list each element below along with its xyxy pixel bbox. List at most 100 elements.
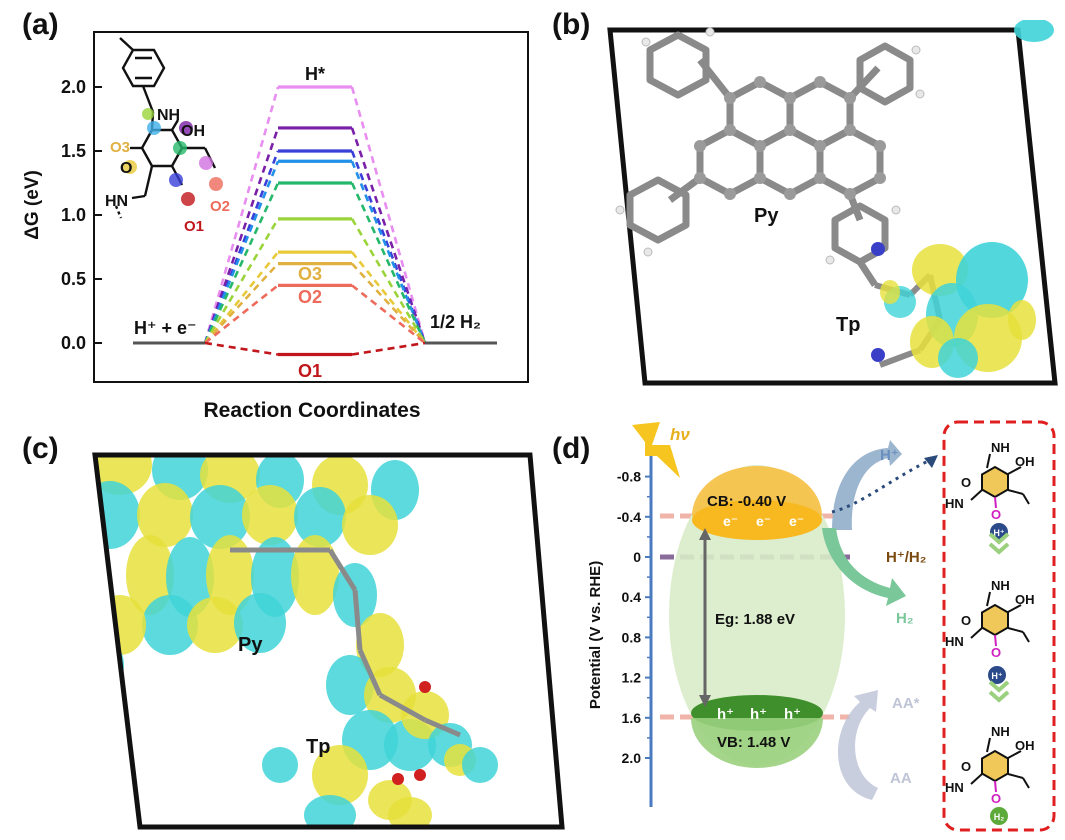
lightning-icon xyxy=(632,422,680,478)
orbital-lobe xyxy=(326,655,374,715)
orbital-lobe xyxy=(137,483,193,547)
mol-o2: O2 xyxy=(210,198,230,215)
bond xyxy=(1022,631,1030,643)
h2-badge xyxy=(990,807,1008,825)
hydrogen-atoms xyxy=(615,27,925,265)
bond xyxy=(1022,777,1030,789)
y-tick-label: 1.0 xyxy=(61,205,86,225)
unit-cell xyxy=(607,27,1058,386)
mol-o: O xyxy=(961,613,971,628)
vb-label: VB: 1.48 V xyxy=(717,734,790,751)
y-tick-label: 0.0 xyxy=(61,333,86,353)
lumo-orbital xyxy=(880,20,1054,378)
orbital-lobe xyxy=(234,593,286,653)
panel-b-structure: Py Tp xyxy=(607,20,1058,386)
nitrogen-atom-2 xyxy=(871,348,885,362)
cb-label: CB: -0.40 V xyxy=(707,493,786,510)
h2-label: H₂ xyxy=(896,610,914,627)
label-o1: O1 xyxy=(298,361,322,381)
mol-nh: NH xyxy=(991,724,1010,739)
y-tick-label: 1.5 xyxy=(61,141,86,161)
potential-ticks: -0.8-0.400.40.81.21.62.0 xyxy=(617,469,651,766)
aa-star-label: AA* xyxy=(892,695,920,712)
bond xyxy=(1007,489,1024,495)
connector-right xyxy=(350,218,427,344)
connector-right xyxy=(350,182,427,344)
panel-a-chart: 0.00.51.01.52.0 NH OH O3 O O2 xyxy=(22,31,529,422)
connector-right xyxy=(351,262,426,344)
bandgap-label: Eg: 1.88 eV xyxy=(715,611,795,628)
mol-hn: HN xyxy=(945,780,964,795)
hole-2: h⁺ xyxy=(750,706,767,723)
semiconductor-body xyxy=(669,465,845,765)
panel-label-c: (c) xyxy=(22,432,59,465)
orbital-lobe xyxy=(242,485,298,545)
x-axis-label: Reaction Coordinates xyxy=(203,399,420,422)
electron-3: e⁻ xyxy=(789,513,804,529)
connector-left xyxy=(203,86,280,344)
bond xyxy=(986,453,991,469)
mechanism-box xyxy=(942,420,1056,832)
state-h2-label: 1/2 H₂ xyxy=(430,312,481,332)
potential-tick-label: 0.8 xyxy=(622,629,642,645)
y-tick-label: 0.5 xyxy=(61,269,86,289)
oxygen-atom-1 xyxy=(419,681,431,693)
hole-1: h⁺ xyxy=(717,706,734,723)
orbital-lobe xyxy=(462,747,498,783)
orbital-lobe xyxy=(356,613,404,677)
bond xyxy=(986,591,991,607)
mol-oh: OH xyxy=(1015,454,1035,469)
mol-active-o: O xyxy=(991,645,1001,660)
dotted-transfer-head xyxy=(924,455,938,468)
bond xyxy=(1007,627,1024,633)
dotted-transfer-path xyxy=(831,458,931,514)
bond xyxy=(970,773,983,785)
bond xyxy=(986,737,991,753)
mol-o: O xyxy=(961,475,971,490)
bond xyxy=(1007,773,1024,779)
connector-left xyxy=(204,284,279,345)
potential-tick-label: 0 xyxy=(633,549,641,565)
mol-o: O xyxy=(961,759,971,774)
orbital-lobe xyxy=(142,595,198,655)
orbital-lobe xyxy=(95,481,140,549)
hplus-badge xyxy=(988,666,1006,684)
bond xyxy=(1007,750,1022,759)
connector-left xyxy=(203,218,280,344)
mol-active-o: O xyxy=(991,507,1001,522)
electron-1: e⁻ xyxy=(723,513,738,529)
connector-left xyxy=(204,341,279,356)
orbital-lobe xyxy=(294,487,346,547)
hole-3: h⁺ xyxy=(784,706,801,723)
oxygen-atom-2 xyxy=(392,773,404,785)
bond xyxy=(970,627,983,639)
connector-left xyxy=(203,150,280,344)
orbital-lobe xyxy=(95,455,152,495)
label-py: Py xyxy=(754,205,779,227)
label-tp: Tp xyxy=(836,314,860,336)
label-o3: O3 xyxy=(298,264,322,284)
bond xyxy=(994,780,997,793)
potential-tick-label: 1.6 xyxy=(622,710,642,726)
mol-active-o: O xyxy=(991,791,1001,806)
label-py: Py xyxy=(238,634,263,656)
potential-tick-label: 2.0 xyxy=(622,750,642,766)
excitation-arrow-head-bottom xyxy=(699,695,711,707)
bond xyxy=(970,489,983,501)
vb-cap xyxy=(691,718,823,768)
bond xyxy=(1007,604,1022,613)
badge-label: H⁺ xyxy=(993,528,1004,538)
electron-2: e⁻ xyxy=(756,513,771,529)
bond xyxy=(1022,493,1030,505)
aa-label: AA xyxy=(890,770,912,787)
redox-couple-label: H⁺/H₂ xyxy=(886,549,926,566)
h2-arrow xyxy=(822,528,906,606)
orbital-lobe xyxy=(190,485,250,549)
connector-right xyxy=(350,160,427,344)
energy-levels xyxy=(203,85,427,357)
mol-o-keto: O xyxy=(120,160,132,177)
hplus-label: H⁺ xyxy=(880,447,899,464)
homo-orbital xyxy=(95,455,498,827)
connector-left xyxy=(204,262,279,344)
